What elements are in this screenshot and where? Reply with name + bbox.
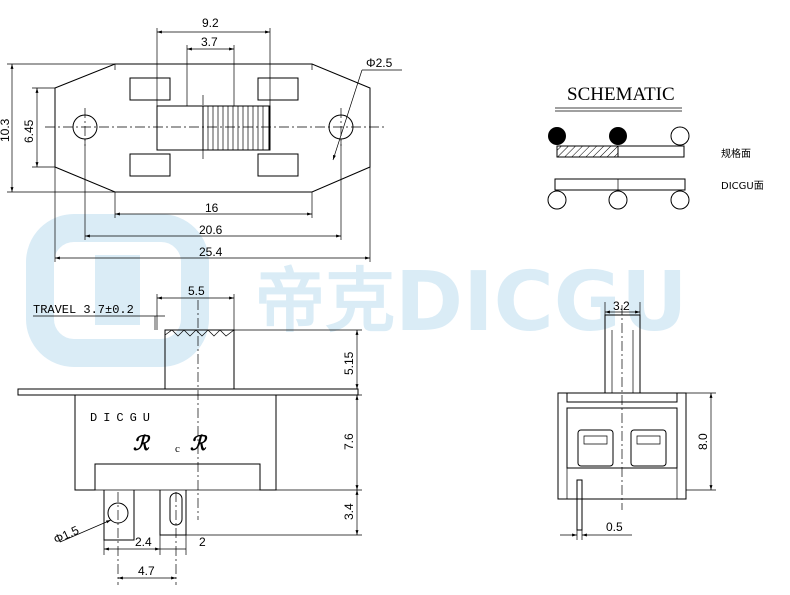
dim-2-4: 2.4 xyxy=(135,535,152,549)
dim-5-5: 5.5 xyxy=(188,284,205,298)
cert-c: c xyxy=(175,443,180,455)
schematic-title: SCHEMATIC xyxy=(567,84,675,105)
dim-3-2: 3.2 xyxy=(613,299,630,313)
top-plate-outline xyxy=(54,63,371,193)
label-spec-face: 规格面 xyxy=(721,147,751,160)
terminal-open-6 xyxy=(670,190,690,210)
dim-20-6: 20.6 xyxy=(199,223,223,237)
terminal-open-3 xyxy=(670,126,690,146)
svg-text:ℛ: ℛ xyxy=(190,433,208,455)
schematic: SCHEMATIC 规格面 DICGU面 xyxy=(547,84,764,210)
end-pin xyxy=(576,479,583,531)
terminal-open-4 xyxy=(547,190,567,210)
dim-2: 2 xyxy=(199,535,206,549)
label-dicgu-face: DICGU面 xyxy=(721,181,764,192)
svg-text:ℛ: ℛ xyxy=(133,433,151,455)
dim-6-45: 6.45 xyxy=(22,119,36,143)
terminal-dot-1 xyxy=(548,127,566,145)
dim-16: 16 xyxy=(205,201,219,215)
contact-right xyxy=(630,429,667,467)
dim-3-7: 3.7 xyxy=(201,35,218,49)
terminal-open-5 xyxy=(608,190,628,210)
watermark: 帝克 DICGU xyxy=(26,214,688,367)
contact-left xyxy=(577,429,614,467)
dim-9-2: 9.2 xyxy=(202,16,219,30)
actuator xyxy=(164,329,235,389)
side-plate xyxy=(17,388,359,396)
pin-left xyxy=(103,490,135,541)
watermark-cn: 帝克 xyxy=(255,260,395,342)
terminal-dot-2 xyxy=(609,127,627,145)
dim-8-0: 8.0 xyxy=(696,433,710,450)
end-view: 3.2 8.0 0.5 xyxy=(557,299,716,540)
body-text-dicgu: DICGU xyxy=(90,411,156,425)
dim-5-15: 5.15 xyxy=(342,351,356,375)
top-view: 9.2 3.7 Φ2.5 10.3 6.45 16 20.6 25. xyxy=(0,16,402,262)
watermark-en: DICGU xyxy=(395,255,688,350)
dim-4-7: 4.7 xyxy=(138,564,155,578)
dim-25-4: 25.4 xyxy=(199,245,223,259)
side-view: DICGU ℛ c ℛ 5.5 TRAVEL 3.7±0.2 5.15 7.6 … xyxy=(17,284,362,585)
dim-0-5: 0.5 xyxy=(606,520,623,534)
travel-label: TRAVEL 3.7±0.2 xyxy=(33,303,134,317)
dim-phi-1-5: Φ1.5 xyxy=(51,523,81,547)
dim-3-4: 3.4 xyxy=(342,503,356,520)
dim-10-3: 10.3 xyxy=(0,118,12,142)
pin-right xyxy=(159,490,187,536)
dim-7-6: 7.6 xyxy=(342,433,356,450)
dim-phi-2-5: Φ2.5 xyxy=(366,56,393,70)
